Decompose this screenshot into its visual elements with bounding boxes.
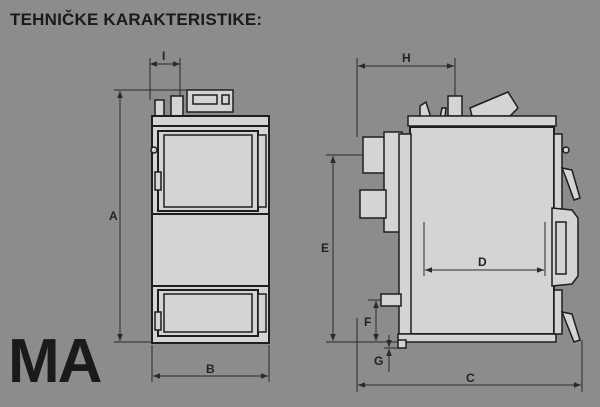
side-foot (397, 339, 407, 349)
upper-door-panel (163, 134, 253, 208)
side-front-knob (562, 146, 570, 154)
lower-door-side (257, 293, 267, 333)
rear-connection-upper (359, 189, 387, 219)
dim-label-g: G (374, 354, 383, 368)
lower-door-handle (560, 310, 581, 343)
dim-label-c: C (466, 371, 475, 385)
lower-door-panel (163, 293, 253, 333)
side-front-upper (553, 133, 563, 215)
model-label: MA (8, 327, 102, 396)
dim-label-b: B (206, 362, 215, 376)
front-flue-pipe (170, 95, 184, 117)
side-body (409, 126, 555, 335)
dim-label-h: H (402, 51, 411, 65)
front-dimensions: I A B (109, 49, 270, 382)
dim-label-d: D (478, 255, 487, 269)
dim-label-a: A (109, 209, 118, 223)
dim-label-e: E (321, 241, 329, 255)
upper-door-hinge (154, 171, 162, 191)
side-view (359, 91, 581, 349)
side-top-plate (407, 115, 557, 127)
side-front-lower (553, 289, 563, 335)
page-title: TEHNIČKE KARAKTERISTIKE: (10, 10, 263, 29)
upper-door-side (257, 134, 267, 208)
side-control-panel (469, 91, 519, 117)
lower-door-hinge (154, 311, 162, 331)
side-dimensions: H E D F G C (321, 51, 583, 392)
rear-connection-lower (380, 293, 402, 307)
side-base (397, 333, 557, 343)
upper-door-handle (560, 166, 581, 201)
side-top-flue (447, 95, 463, 117)
middle-door-inner (555, 221, 567, 275)
dim-label-f: F (364, 315, 371, 329)
front-side-knob (150, 146, 158, 154)
front-view (150, 89, 270, 344)
dim-label-i: I (162, 49, 165, 63)
control-knob (221, 94, 230, 105)
control-display (192, 94, 218, 105)
front-top-handle (154, 99, 165, 117)
